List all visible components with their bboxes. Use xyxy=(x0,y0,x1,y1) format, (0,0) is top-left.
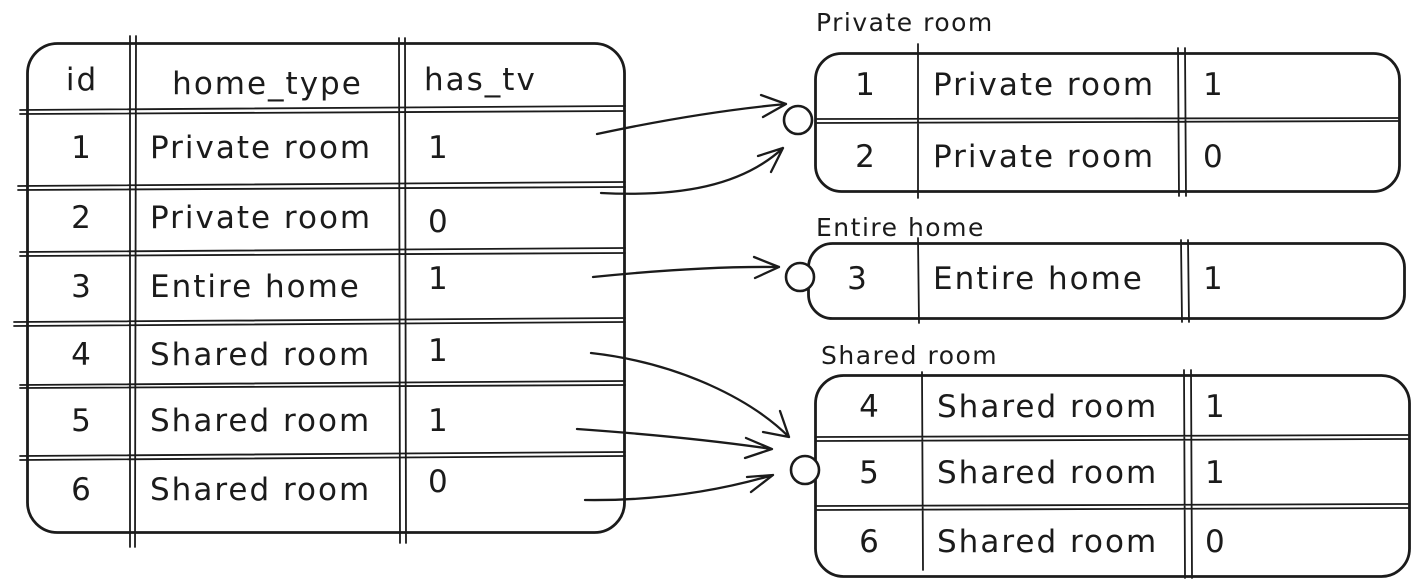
group-entire-home-anchor-circle xyxy=(784,261,816,293)
source-table-row-dividers xyxy=(13,105,626,461)
group-cell-has-tv: 1 xyxy=(1203,261,1225,297)
source-cell-id: 3 xyxy=(71,269,93,305)
source-cell-has-tv: 1 xyxy=(428,130,450,166)
group-shared-room-anchor-circle xyxy=(789,454,821,486)
source-header-home-type: home_type xyxy=(172,66,363,102)
group-cell-has-tv: 1 xyxy=(1205,389,1227,425)
source-cell-home-type: Entire home xyxy=(150,269,361,305)
group-cell-has-tv: 1 xyxy=(1205,455,1227,491)
group-cell-home-type: Shared room xyxy=(937,455,1159,491)
source-cell-home-type: Private room xyxy=(150,200,373,236)
source-cell-id: 6 xyxy=(71,472,93,508)
group-cell-id: 1 xyxy=(855,67,877,103)
source-cell-id: 4 xyxy=(71,337,93,373)
group-private-room-dividers xyxy=(815,43,1399,199)
source-cell-id: 1 xyxy=(71,130,93,166)
source-cell-has-tv: 0 xyxy=(428,464,450,500)
group-private-room-anchor-circle xyxy=(782,104,814,136)
source-cell-id: 5 xyxy=(71,403,93,439)
source-table-column-dividers xyxy=(129,35,407,548)
group-cell-home-type: Private room xyxy=(933,67,1156,103)
source-header-id: id xyxy=(65,62,99,98)
group-cell-home-type: Entire home xyxy=(933,261,1144,297)
group-cell-id: 3 xyxy=(847,261,869,297)
source-cell-id: 2 xyxy=(71,200,93,236)
group-cell-id: 2 xyxy=(855,139,877,175)
group-cell-id: 5 xyxy=(859,455,881,491)
source-cell-has-tv: 1 xyxy=(428,333,450,369)
group-cell-home-type: Shared room xyxy=(937,389,1159,425)
source-cell-has-tv: 1 xyxy=(428,261,450,297)
arrow-row6-to-shared-room xyxy=(583,473,775,502)
group-entire-home-dividers xyxy=(917,237,1190,324)
group-cell-has-tv: 0 xyxy=(1203,139,1225,175)
source-table-outline xyxy=(26,42,626,534)
arrow-row1-to-private-room xyxy=(595,93,788,136)
source-cell-home-type: Private room xyxy=(150,130,373,166)
source-cell-home-type: Shared room xyxy=(150,337,372,373)
group-cell-id: 6 xyxy=(859,524,881,560)
group-cell-has-tv: 1 xyxy=(1203,67,1225,103)
group-shared-room-dividers xyxy=(815,369,1409,579)
source-cell-has-tv: 1 xyxy=(428,403,450,439)
group-cell-id: 4 xyxy=(859,389,881,425)
group-label-shared-room: Shared room xyxy=(821,341,999,370)
source-cell-has-tv: 0 xyxy=(428,204,450,240)
arrow-row3-to-entire-home xyxy=(591,255,781,280)
source-header-has-tv: has_tv xyxy=(424,62,537,98)
arrow-row5-to-shared-room xyxy=(575,427,774,460)
group-label-entire-home: Entire home xyxy=(816,213,985,242)
arrow-row4-to-shared-room xyxy=(589,351,791,439)
source-cell-home-type: Shared room xyxy=(150,403,372,439)
group-cell-home-type: Private room xyxy=(933,139,1156,175)
group-label-private-room: Private room xyxy=(816,8,994,37)
source-cell-home-type: Shared room xyxy=(150,472,372,508)
group-cell-has-tv: 0 xyxy=(1205,524,1227,560)
arrow-row2-to-private-room xyxy=(599,146,785,195)
group-cell-home-type: Shared room xyxy=(937,524,1159,560)
